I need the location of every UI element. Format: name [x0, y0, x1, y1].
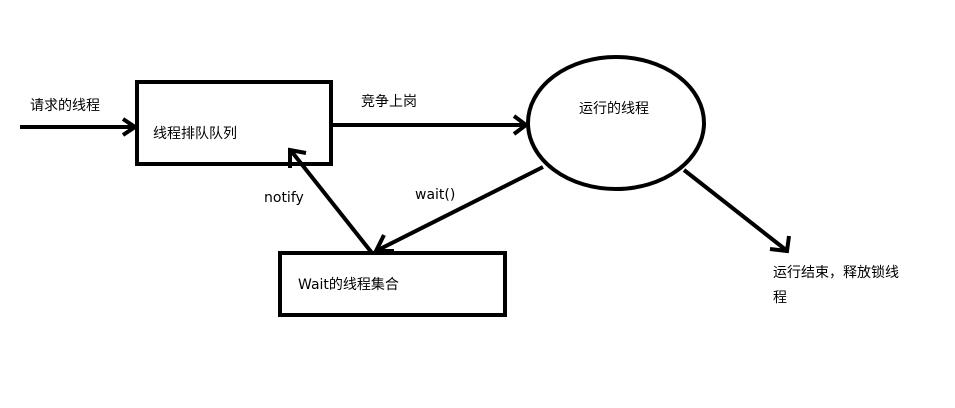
incoming-edge: 请求的线程: [20, 98, 139, 137]
finish-label-line2: 程: [773, 290, 787, 306]
wait-arrowhead: [372, 234, 394, 253]
running-label: 运行的线程: [579, 101, 649, 117]
finish-arrowhead: [769, 235, 791, 254]
notify-arrowhead: [288, 147, 307, 168]
running-node: 运行的线程: [526, 55, 706, 191]
running-ellipse: [526, 55, 706, 191]
wait-arrow-line: [377, 165, 544, 252]
wait-set-node: Wait的线程集合: [278, 251, 507, 317]
finish-edge: 运行结束，释放锁线 程: [682, 168, 899, 306]
compete-label: 竞争上岗: [361, 93, 417, 110]
wait-label: wait(): [415, 187, 455, 203]
notify-arrow-line: [290, 150, 374, 255]
wait-edge: wait(): [372, 165, 544, 253]
incoming-arrowhead: [121, 117, 139, 137]
notify-edge: notify: [264, 147, 374, 255]
notify-label: notify: [264, 190, 304, 206]
queue-label: 线程排队队列: [153, 126, 237, 142]
finish-arrow-line: [682, 168, 788, 252]
compete-edge: 竞争上岗: [331, 93, 530, 136]
wait-set-label: Wait的线程集合: [298, 276, 399, 293]
incoming-label: 请求的线程: [30, 98, 100, 114]
compete-arrowhead: [512, 114, 530, 136]
finish-label-line1: 运行结束，释放锁线: [773, 265, 899, 281]
